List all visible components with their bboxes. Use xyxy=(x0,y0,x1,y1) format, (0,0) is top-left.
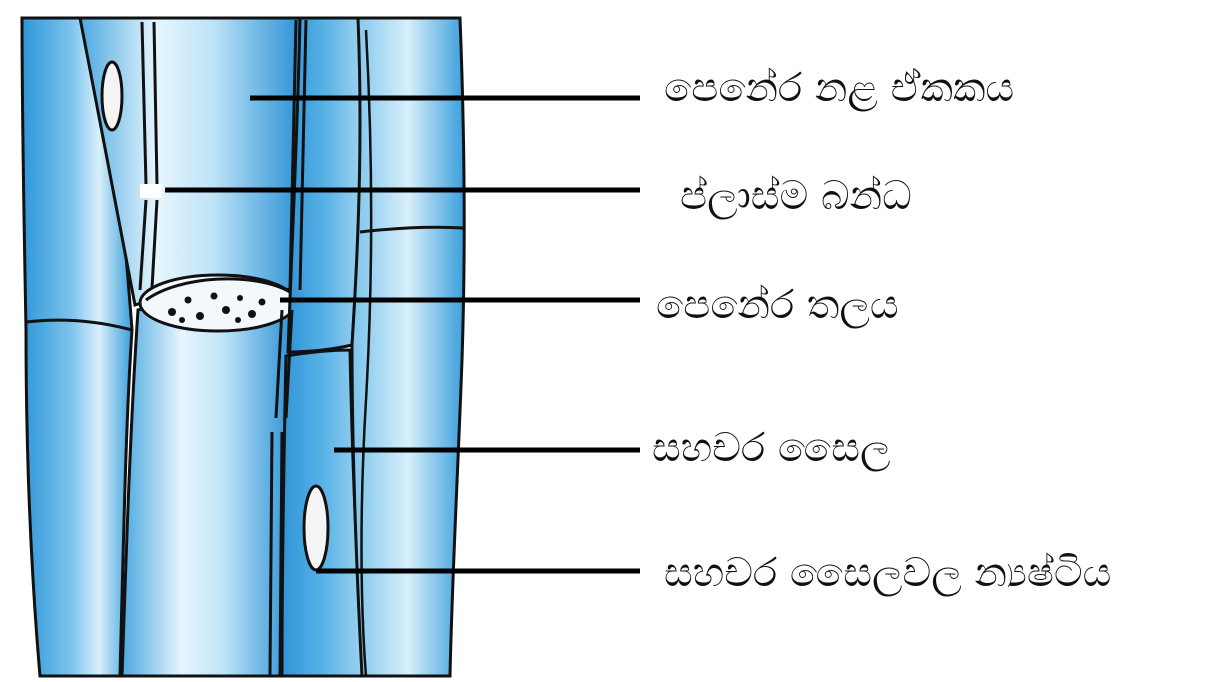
companion-cell-nucleus xyxy=(304,486,328,570)
sieve-tube-plastid xyxy=(102,62,122,130)
plasmodesmata-gap xyxy=(140,184,162,198)
label-companion-cell-nucleus: සහචර සෛලවල න්‍යෂ්ටිය xyxy=(664,553,1111,593)
label-sieve-plate: පෙනේර තලය xyxy=(656,285,899,325)
sieve-tube-lower xyxy=(122,298,292,676)
label-companion-cell: සහචර සෛල xyxy=(652,428,890,468)
label-plasmodesmata: ප්ලාස්ම බන්ධ xyxy=(680,176,912,216)
label-sieve-tube-element: පෙනේර නළ ඒකකය xyxy=(664,68,1014,108)
